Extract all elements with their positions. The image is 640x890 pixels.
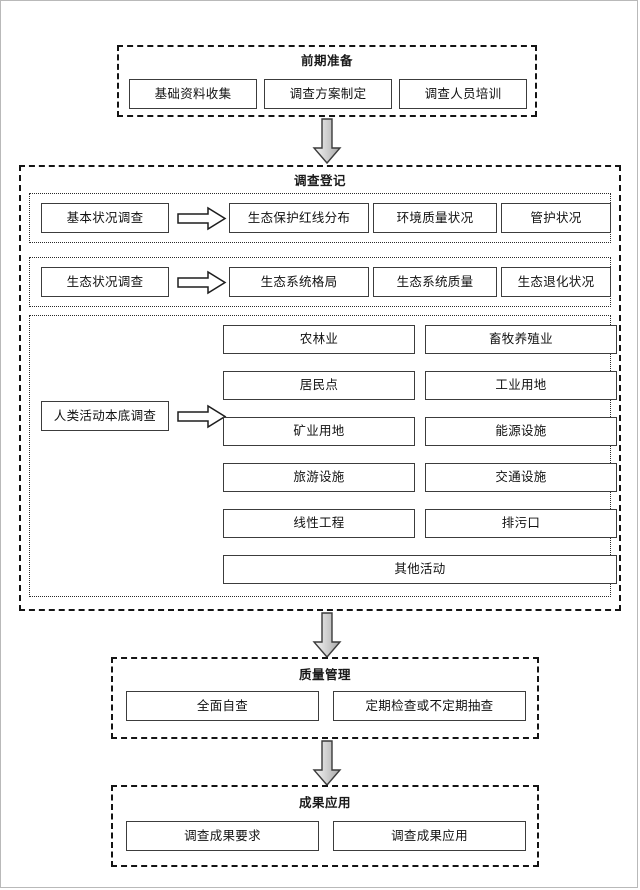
box-tourism-facilities[interactable]: 旅游设施 [223, 463, 415, 492]
box-other-activities[interactable]: 其他活动 [223, 555, 617, 584]
stage-results-application-title: 成果应用 [298, 796, 351, 810]
box-ecosystem-pattern[interactable]: 生态系统格局 [229, 267, 369, 297]
box-mining-land[interactable]: 矿业用地 [223, 417, 415, 446]
box-industrial-land[interactable]: 工业用地 [425, 371, 617, 400]
box-residential-area[interactable]: 居民点 [223, 371, 415, 400]
box-surveyor-training[interactable]: 调查人员培训 [399, 79, 527, 109]
box-comprehensive-self-inspection[interactable]: 全面自查 [126, 691, 319, 721]
box-energy-facilities[interactable]: 能源设施 [425, 417, 617, 446]
stage-survey-registration-title: 调查登记 [293, 174, 346, 188]
stage-results-application: 成果应用 [111, 785, 539, 867]
arrow-right-ecological-status [177, 270, 227, 295]
arrow-down-quality-to-results [312, 740, 342, 787]
box-livestock-breeding[interactable]: 畜牧养殖业 [425, 325, 617, 354]
box-survey-results-application[interactable]: 调查成果应用 [333, 821, 526, 851]
box-transport-facilities[interactable]: 交通设施 [425, 463, 617, 492]
stage-quality-management: 质量管理 [111, 657, 539, 739]
arrow-down-registration-to-quality [312, 612, 342, 659]
box-management-protection-status[interactable]: 管护状况 [501, 203, 611, 233]
box-periodic-or-random-inspection[interactable]: 定期检查或不定期抽查 [333, 691, 526, 721]
group-human-activity [29, 315, 611, 597]
box-ecological-status-survey[interactable]: 生态状况调查 [41, 267, 169, 297]
box-ecological-degradation-status[interactable]: 生态退化状况 [501, 267, 611, 297]
arrow-right-basic-status [177, 206, 227, 231]
box-sewage-outlet[interactable]: 排污口 [425, 509, 617, 538]
box-basic-status-survey[interactable]: 基本状况调查 [41, 203, 169, 233]
box-linear-engineering[interactable]: 线性工程 [223, 509, 415, 538]
box-survey-results-requirements[interactable]: 调查成果要求 [126, 821, 319, 851]
box-ecological-redline-distribution[interactable]: 生态保护红线分布 [229, 203, 369, 233]
box-ecosystem-quality[interactable]: 生态系统质量 [373, 267, 497, 297]
arrow-right-human-activity [177, 404, 227, 429]
box-human-activity-baseline-survey[interactable]: 人类活动本底调查 [41, 401, 169, 431]
stage-quality-management-title: 质量管理 [298, 668, 351, 682]
box-basic-data-collection[interactable]: 基础资料收集 [129, 79, 257, 109]
box-environmental-quality-status[interactable]: 环境质量状况 [373, 203, 497, 233]
stage-preparation-title: 前期准备 [300, 54, 353, 68]
stage-survey-registration: 调查登记 [19, 165, 621, 611]
arrow-down-preparation-to-registration [312, 118, 342, 165]
stage-preparation: 前期准备 [117, 45, 537, 117]
box-agriculture-forestry[interactable]: 农林业 [223, 325, 415, 354]
box-survey-plan-formulation[interactable]: 调查方案制定 [264, 79, 392, 109]
